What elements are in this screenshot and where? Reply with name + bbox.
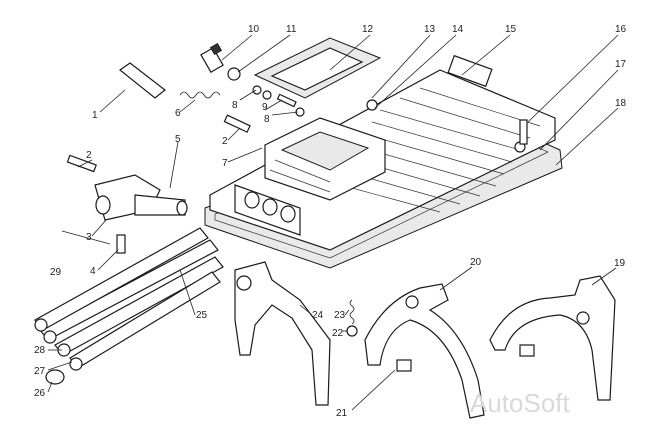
callout-label: 15 (505, 24, 517, 35)
callout-labels: 1 2 2 3 4 5 6 7 8 8 9 10 11 12 13 14 15 … (34, 24, 627, 419)
callout-label: 21 (336, 408, 348, 419)
shift-rods (34, 227, 224, 371)
callout-label: 22 (332, 328, 344, 339)
spring-6 (179, 91, 221, 99)
callout-label: 5 (175, 134, 181, 145)
shift-block-3 (94, 174, 188, 221)
spacer-1 (118, 62, 166, 99)
bolt-2b (66, 154, 97, 173)
callout-label: 27 (34, 366, 46, 377)
callout-label: 2 (86, 150, 92, 161)
top-gasket (253, 37, 382, 99)
callout-label: 20 (470, 257, 482, 268)
sensor-10 (200, 42, 224, 73)
leader-lines (47, 34, 619, 411)
callout-label: 10 (248, 24, 260, 35)
front-bores (234, 184, 301, 236)
block-21a (396, 359, 412, 372)
callout-label: 1 (92, 110, 98, 121)
callout-label: 25 (196, 310, 208, 321)
shift-fork-19 (489, 275, 616, 401)
shift-tower (264, 117, 386, 201)
callout-label: 23 (334, 310, 346, 321)
callout-label: 26 (34, 388, 46, 399)
callout-label: 3 (86, 232, 92, 243)
callout-label: 8 (264, 114, 270, 125)
bolt-16 (519, 119, 528, 145)
callout-label: 9 (262, 102, 268, 113)
plug-26 (45, 369, 65, 385)
shift-fork-20 (364, 283, 485, 419)
spring-23 (349, 299, 355, 325)
callout-label: 8 (232, 100, 238, 111)
balls-8 (252, 85, 305, 117)
callout-label: 6 (175, 108, 181, 119)
callout-label: 29 (50, 267, 62, 278)
callout-label: 2 (222, 136, 228, 147)
block-21b (519, 344, 535, 357)
watermark: AutoSoft (470, 388, 571, 418)
bolt-2a (223, 114, 251, 133)
callout-label: 14 (452, 24, 464, 35)
callout-label: 17 (615, 59, 627, 70)
pin-29 (61, 230, 111, 245)
fitting-4 (116, 234, 126, 254)
callout-label: 18 (615, 98, 627, 109)
callout-label: 13 (424, 24, 436, 35)
callout-label: 12 (362, 24, 374, 35)
callout-label: 11 (286, 24, 297, 35)
shift-fork-24 (234, 261, 331, 406)
callout-label: 28 (34, 345, 46, 356)
callout-label: 19 (614, 258, 626, 269)
ball-22 (346, 325, 358, 337)
o-ring-11 (227, 67, 241, 81)
callout-label: 24 (312, 310, 324, 321)
callout-label: 4 (90, 266, 96, 277)
callout-label: 7 (222, 158, 228, 169)
callout-label: 16 (615, 24, 627, 35)
